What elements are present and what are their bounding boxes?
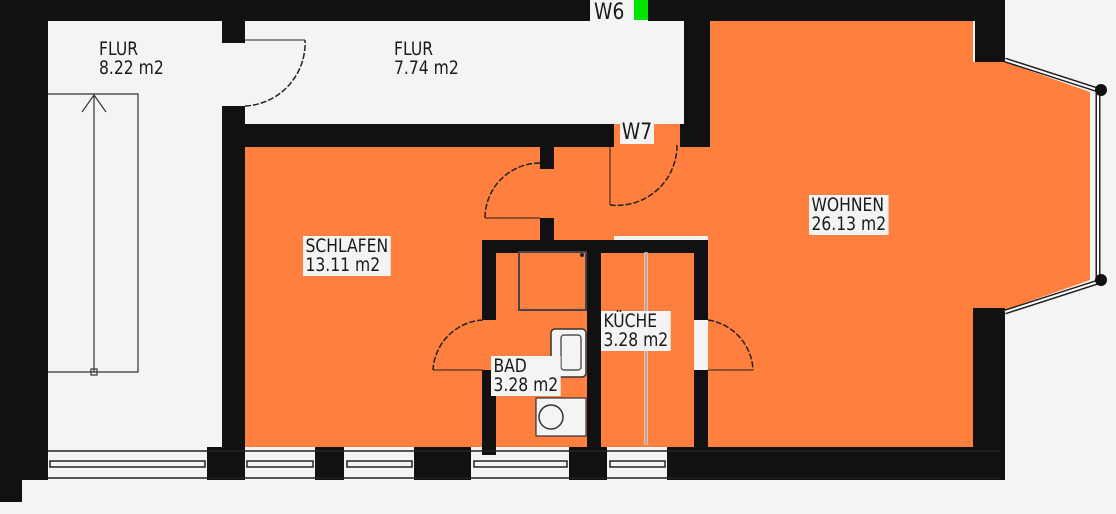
wall-left-foot <box>0 470 22 502</box>
wall-flur-divider-top <box>222 21 245 43</box>
wall-pier-4 <box>569 447 607 480</box>
room-name: WOHNEN <box>811 194 885 216</box>
wall-pier-1 <box>207 447 245 480</box>
door-swings <box>244 39 754 371</box>
wall-kitchen-right-lower <box>694 370 708 455</box>
wall-pier-3 <box>414 447 471 480</box>
room-name: KÜCHE <box>603 310 658 332</box>
green-marker <box>634 0 648 20</box>
marker-w7: W7 <box>620 120 654 145</box>
room-label-wohnen: WOHNEN 26.13 m2 <box>809 195 889 235</box>
bay-window <box>1004 57 1107 315</box>
bottom-windows <box>48 450 1000 479</box>
room-area: 26.13 m2 <box>811 213 887 235</box>
bath-fixtures <box>518 251 587 437</box>
door-swing-kueche <box>707 319 754 371</box>
wall-flur-divider <box>222 106 245 478</box>
room-name: BAD <box>493 355 527 377</box>
door-swing-bad <box>432 319 484 371</box>
wall-kitchen-right-upper <box>694 240 708 320</box>
wall-bottom-right <box>667 447 1005 480</box>
wall-bath-kitchen <box>587 240 601 455</box>
room-label-schlafen: SCHLAFEN 13.11 m2 <box>303 236 391 276</box>
wall-bath-left-upper <box>482 240 496 320</box>
room-area: 7.74 m2 <box>394 57 459 79</box>
wall-left <box>0 0 48 480</box>
room-label-flur-1: FLUR 8.22 m2 <box>99 40 164 78</box>
room-area: 3.28 m2 <box>603 329 669 351</box>
room-area: 8.22 m2 <box>99 57 164 79</box>
wall-top-right <box>648 0 1000 21</box>
wall-stub-lower <box>540 218 554 242</box>
wall-flur-schlafen <box>222 124 614 147</box>
marker-w6: W6 <box>594 0 625 25</box>
toilet-icon <box>535 397 587 437</box>
bathtub-icon <box>518 251 587 311</box>
door-swing-flur <box>244 39 306 107</box>
wall-stub-upper <box>540 147 554 169</box>
stair-icon <box>48 93 139 376</box>
wall-top-left <box>0 0 590 21</box>
walls <box>0 0 1005 502</box>
room-name: FLUR <box>99 38 139 60</box>
door-swing-schlafen <box>484 162 541 219</box>
room-label-bad: BAD 3.28 m2 <box>491 356 561 396</box>
wall-pier-2 <box>315 447 344 480</box>
room-label-flur-2: FLUR 7.74 m2 <box>394 40 459 78</box>
room-label-kueche: KÜCHE 3.28 m2 <box>601 311 671 351</box>
room-area: 3.28 m2 <box>493 374 559 396</box>
room-name: SCHLAFEN <box>305 235 389 257</box>
door-swing-w7 <box>609 144 678 207</box>
wall-flur-wohnen <box>684 19 710 147</box>
room-name: FLUR <box>394 38 434 60</box>
room-fills <box>244 19 1090 447</box>
wall-right-upper <box>975 0 1005 62</box>
room-area: 13.11 m2 <box>305 254 381 276</box>
